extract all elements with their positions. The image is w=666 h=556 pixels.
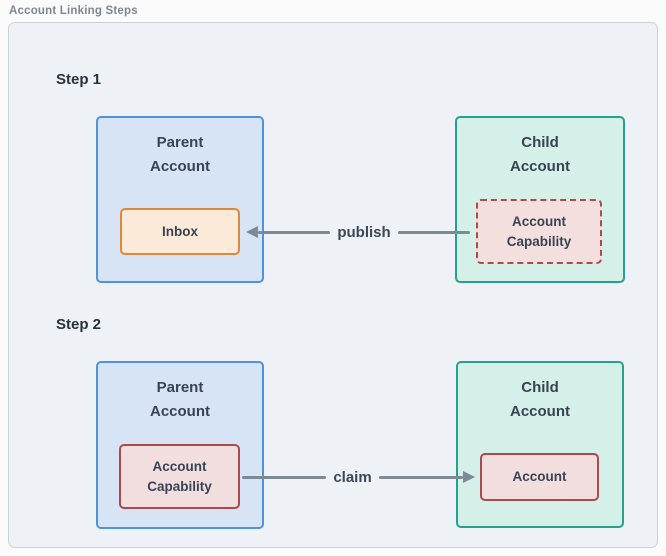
arrowhead-left-icon xyxy=(246,226,258,238)
edge-line xyxy=(397,230,471,234)
step2-child-account-node: Child Account Account xyxy=(456,361,624,528)
step1-inbox-node: Inbox xyxy=(120,208,240,255)
step2-child-account-title: Child Account xyxy=(510,379,570,420)
publish-edge: publish xyxy=(246,220,471,244)
step-2-heading: Step 2 xyxy=(56,316,102,333)
step2-account-capability-node: Account Capability xyxy=(119,444,240,509)
step1-inbox-label: Inbox xyxy=(162,223,198,239)
step2-account-capability-label: Account Capability xyxy=(147,458,212,494)
step2-account-node: Account xyxy=(480,453,599,501)
diagram-title: Account Linking Steps xyxy=(9,5,138,17)
claim-edge: claim xyxy=(242,465,476,489)
diagram-canvas: Step 1 Parent Account Inbox Child Accoun… xyxy=(8,22,658,548)
step2-parent-account-node: Parent Account Account Capability xyxy=(96,361,264,529)
step2-parent-account-title: Parent Account xyxy=(150,379,210,420)
step-1-heading: Step 1 xyxy=(56,71,102,88)
step1-child-account-title: Child Account xyxy=(510,134,570,175)
step2-account-label: Account xyxy=(512,469,567,484)
step1-account-capability-label: Account Capability xyxy=(506,213,572,249)
step1-account-capability-node: Account Capability xyxy=(476,199,602,264)
step1-parent-account-title: Parent Account xyxy=(150,134,210,175)
edge-line xyxy=(378,475,464,479)
arrowhead-right-icon xyxy=(463,471,476,483)
claim-edge-label: claim xyxy=(333,468,372,486)
step1-parent-account-node: Parent Account Inbox xyxy=(96,116,264,283)
publish-edge-label: publish xyxy=(337,223,391,241)
step1-child-account-node: Child Account Account Capability xyxy=(455,116,625,283)
edge-line xyxy=(258,230,331,234)
edge-line xyxy=(242,475,327,479)
